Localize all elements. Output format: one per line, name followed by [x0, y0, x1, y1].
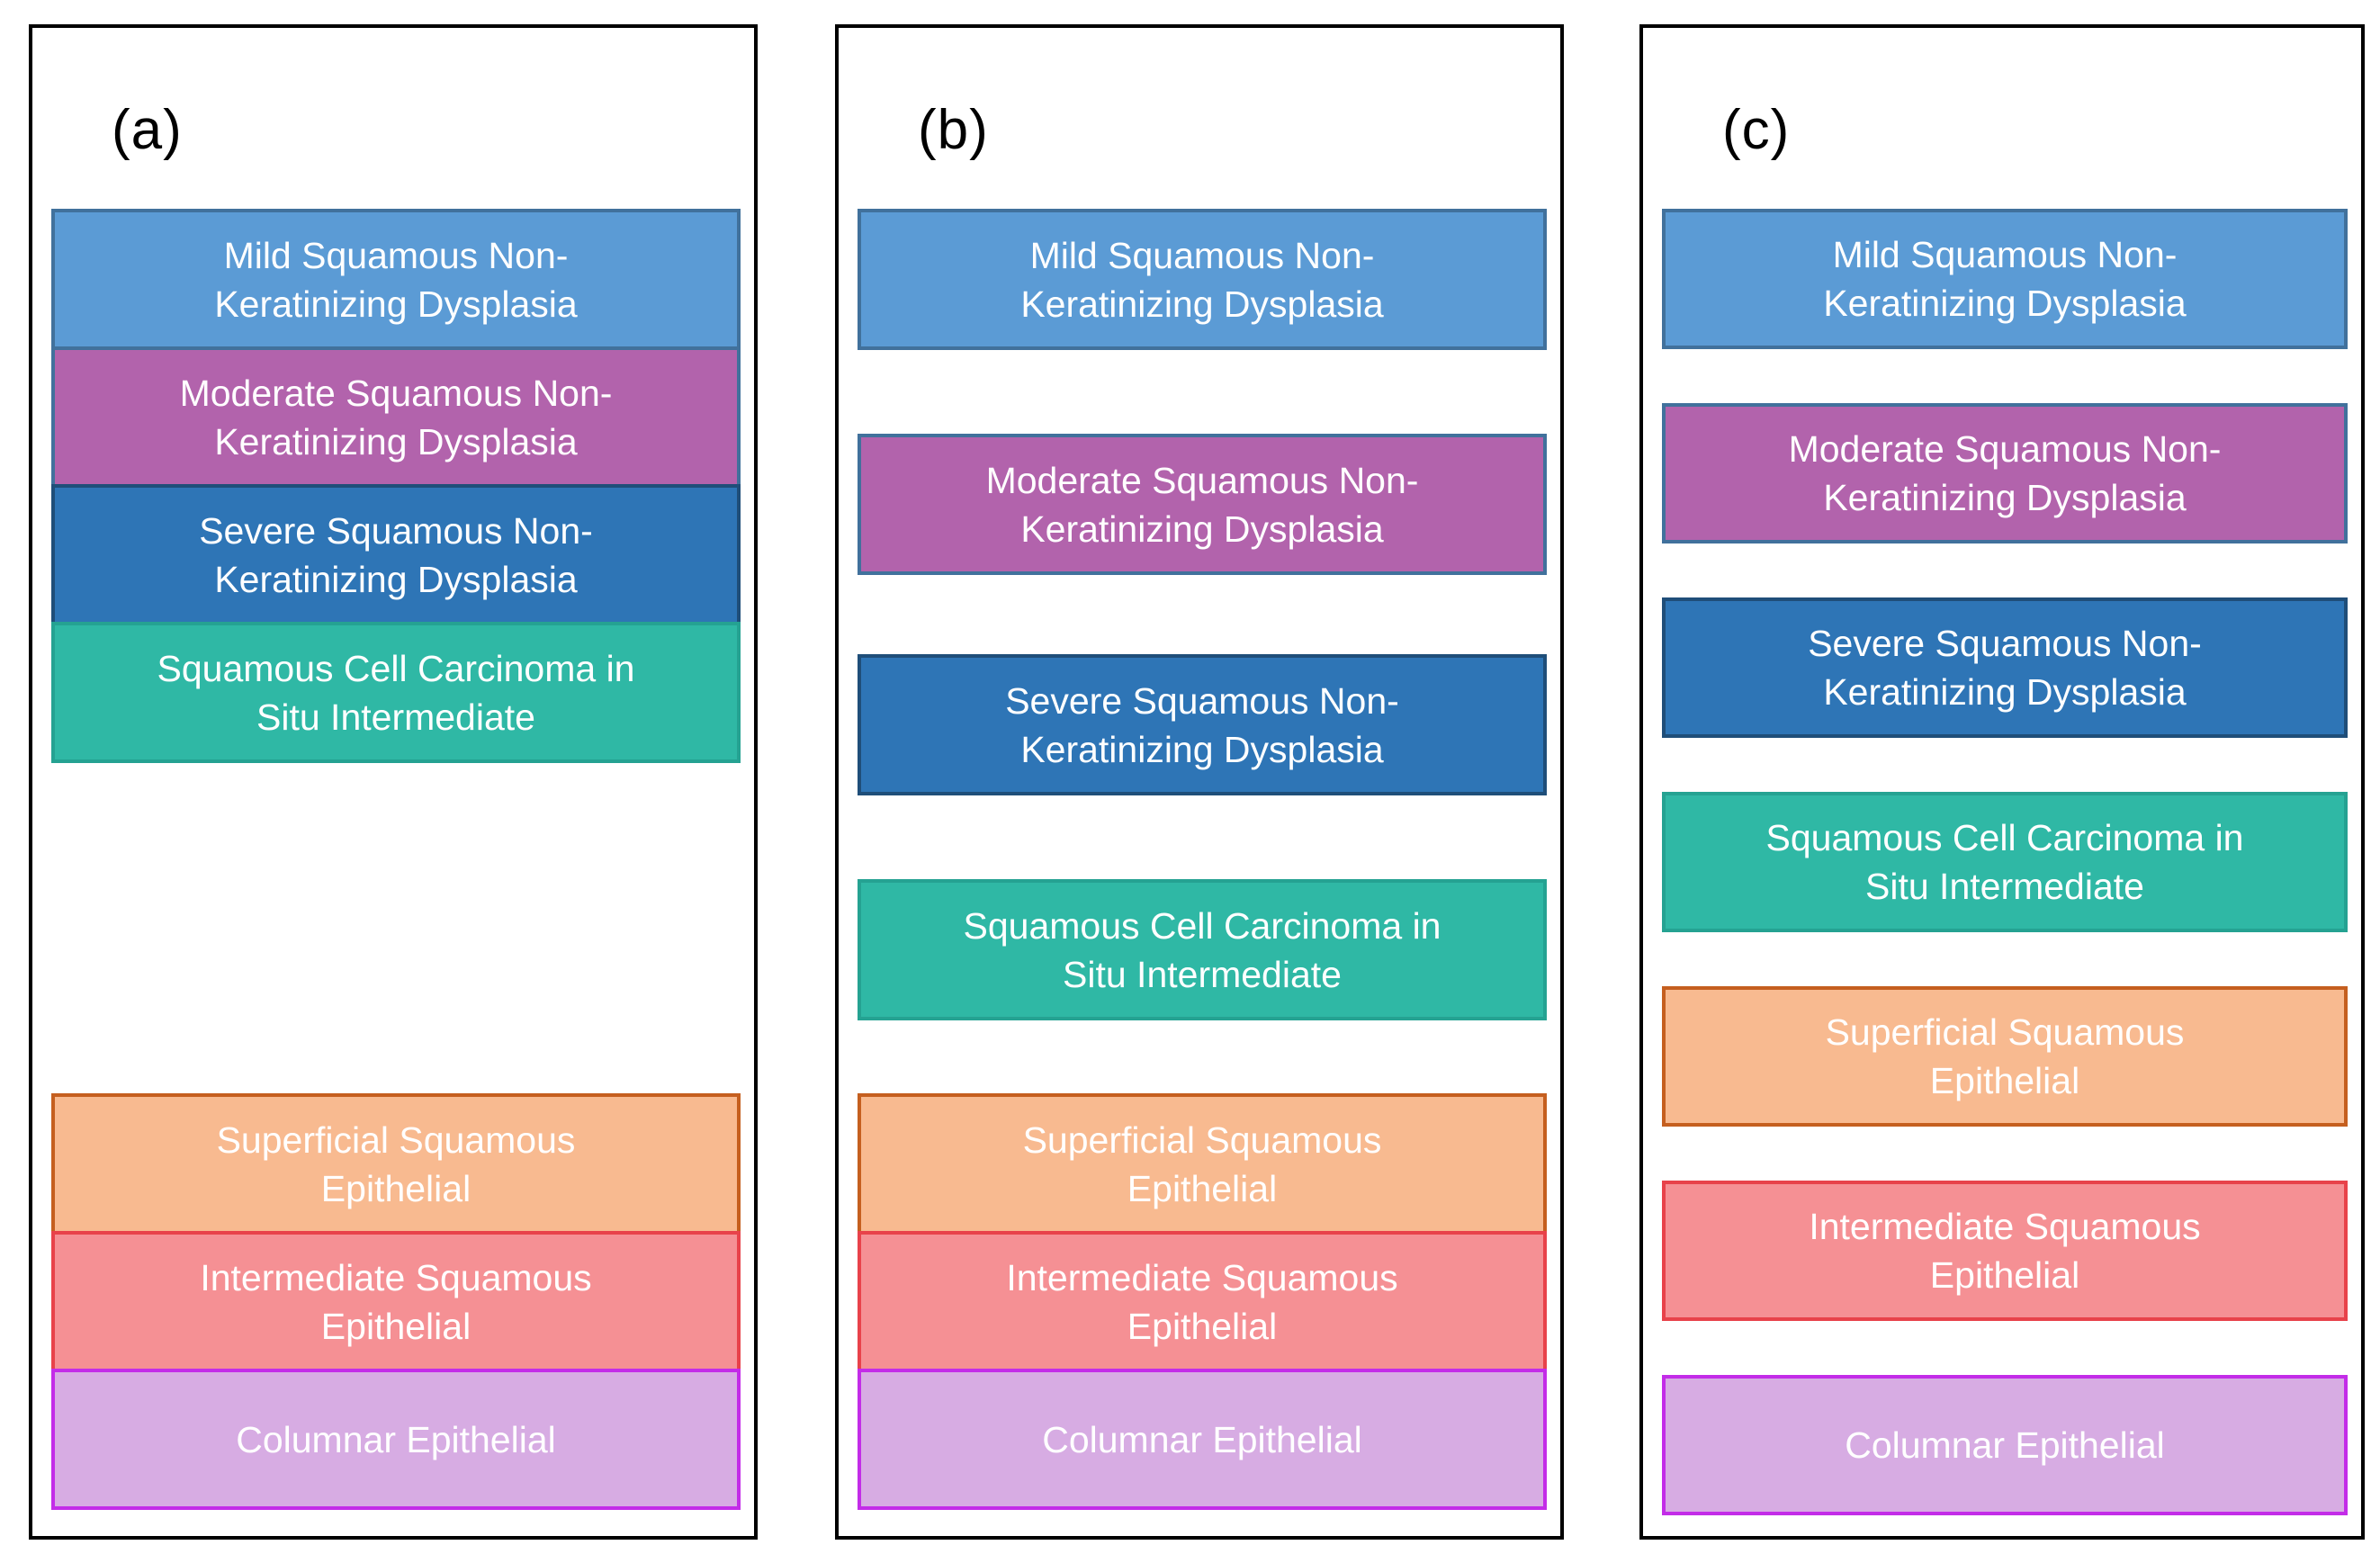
box-columnar-epithelial: Columnar Epithelial [858, 1369, 1547, 1510]
box-columnar-epithelial: Columnar Epithelial [1662, 1375, 2348, 1515]
box-mild-dysplasia: Mild Squamous Non-Keratinizing Dysplasia [1662, 209, 2348, 349]
box-severe-dysplasia: Severe Squamous Non-Keratinizing Dysplas… [1662, 597, 2348, 738]
box-moderate-dysplasia: Moderate Squamous Non-Keratinizing Dyspl… [858, 434, 1547, 575]
panel-a: (a) Mild Squamous Non-Keratinizing Dyspl… [29, 24, 758, 1540]
box-moderate-dysplasia: Moderate Squamous Non-Keratinizing Dyspl… [1662, 403, 2348, 543]
box-mild-dysplasia: Mild Squamous Non-Keratinizing Dysplasia [51, 209, 741, 350]
box-columnar-epithelial: Columnar Epithelial [51, 1369, 741, 1510]
box-severe-dysplasia: Severe Squamous Non-Keratinizing Dysplas… [858, 654, 1547, 795]
panel-b-label: (b) [918, 99, 989, 161]
panel-c: (c) Mild Squamous Non-Keratinizing Dyspl… [1639, 24, 2365, 1540]
panel-b: (b) Mild Squamous Non-Keratinizing Dyspl… [835, 24, 1564, 1540]
box-severe-dysplasia: Severe Squamous Non-Keratinizing Dysplas… [51, 484, 741, 625]
box-mild-dysplasia: Mild Squamous Non-Keratinizing Dysplasia [858, 209, 1547, 350]
box-moderate-dysplasia: Moderate Squamous Non-Keratinizing Dyspl… [51, 346, 741, 488]
panel-c-label: (c) [1722, 99, 1791, 161]
panel-a-label: (a) [112, 99, 183, 161]
